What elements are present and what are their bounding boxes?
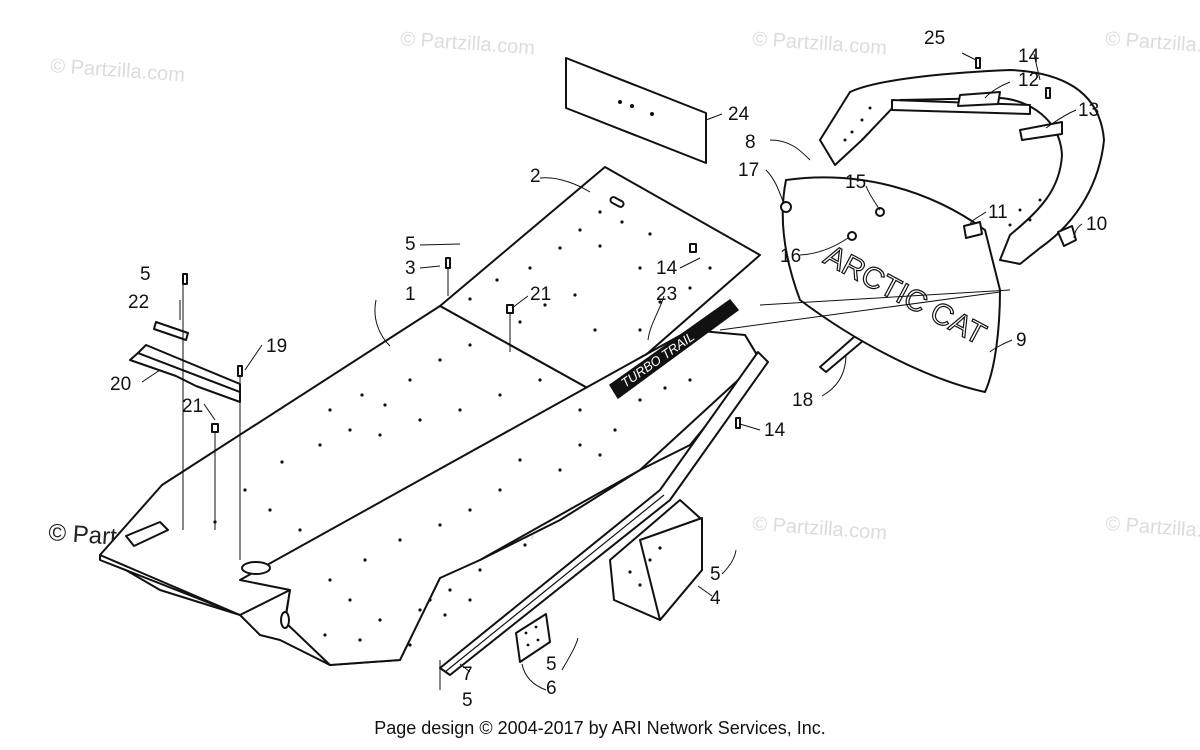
part-15-washer bbox=[875, 207, 885, 217]
callout-23: 23 bbox=[656, 284, 677, 305]
callout-16: 16 bbox=[780, 246, 801, 267]
callout-18: 18 bbox=[792, 390, 813, 411]
part-4-bracket bbox=[609, 499, 703, 621]
callout-22: 22 bbox=[128, 292, 149, 313]
callout-25: 25 bbox=[924, 28, 945, 49]
watermark: © Partzilla.com bbox=[400, 28, 536, 59]
part-17-nut bbox=[780, 201, 792, 213]
callout-8: 8 bbox=[745, 132, 756, 153]
part-22-pad bbox=[153, 321, 189, 341]
callout-13: 13 bbox=[1078, 100, 1099, 121]
callout-5c: 5 bbox=[546, 654, 557, 675]
callout-6: 6 bbox=[546, 678, 557, 699]
callout-9: 9 bbox=[1016, 330, 1027, 351]
callout-11: 11 bbox=[988, 202, 1008, 223]
callout-7: 7 bbox=[462, 664, 473, 685]
callout-4: 4 bbox=[710, 588, 721, 609]
watermark: © Partzilla.com bbox=[1105, 513, 1200, 544]
callout-labels: 24 2 5 3 1 14 21 23 8 17 15 16 11 10 25 … bbox=[110, 28, 1107, 711]
fasteners bbox=[182, 52, 1051, 690]
watermark: © Partzilla.com bbox=[752, 28, 888, 59]
callout-5b: 5 bbox=[140, 264, 151, 285]
callout-14b: 14 bbox=[1018, 46, 1040, 67]
callout-14c: 14 bbox=[764, 420, 786, 441]
footer-copyright: Page design © 2004-2017 by ARI Network S… bbox=[374, 718, 826, 738]
part-6-plate bbox=[515, 613, 551, 663]
callout-1: 1 bbox=[405, 284, 416, 305]
callout-12: 12 bbox=[1018, 70, 1039, 91]
callout-17: 17 bbox=[738, 160, 759, 181]
callout-21b: 21 bbox=[182, 396, 203, 417]
callout-10: 10 bbox=[1086, 214, 1107, 235]
callout-21: 21 bbox=[530, 284, 551, 305]
callout-14: 14 bbox=[656, 258, 678, 279]
callout-3: 3 bbox=[405, 258, 416, 279]
callout-24: 24 bbox=[728, 104, 750, 125]
part-12-cap bbox=[957, 91, 1001, 107]
watermark: © Partzilla.com bbox=[50, 55, 186, 86]
part-24-decal bbox=[565, 57, 707, 164]
callout-15: 15 bbox=[845, 172, 866, 193]
callout-5d: 5 bbox=[462, 690, 473, 711]
watermark: © Partzilla.com bbox=[752, 513, 888, 544]
part-20-bracket bbox=[129, 344, 241, 403]
callout-5e: 5 bbox=[710, 564, 721, 585]
callout-19: 19 bbox=[266, 336, 287, 357]
part-11-nut bbox=[963, 221, 983, 239]
callout-2: 2 bbox=[530, 166, 541, 187]
watermark: © Partzilla.com bbox=[1105, 28, 1200, 59]
leader-lines bbox=[141, 53, 1083, 691]
part-1-tunnel bbox=[99, 305, 761, 666]
callout-20: 20 bbox=[110, 374, 131, 395]
part-10-clip bbox=[1057, 225, 1077, 247]
part-13-cap bbox=[1019, 121, 1063, 141]
part-16-nut bbox=[847, 231, 857, 241]
part-9-flap: ARCTIC CAT bbox=[781, 176, 1001, 393]
part-7-rail bbox=[439, 351, 769, 676]
callout-5: 5 bbox=[405, 234, 416, 255]
